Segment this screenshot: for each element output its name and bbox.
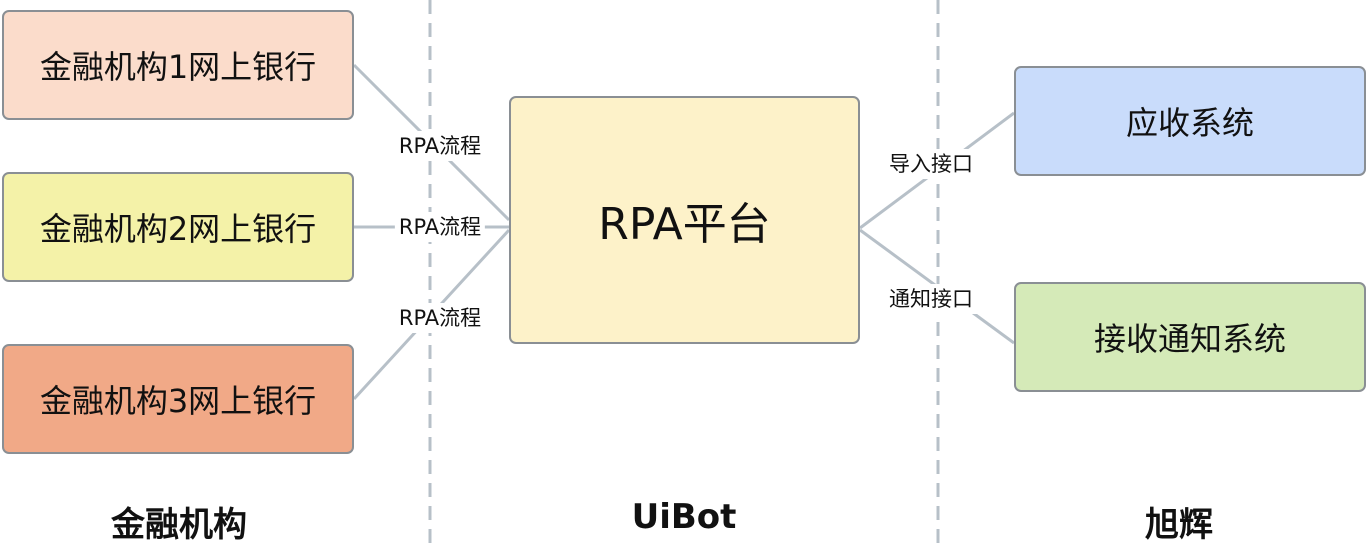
bank3-node: 金融机构3网上银行 (2, 344, 354, 454)
column-title-xuhui: 旭辉 (1145, 505, 1213, 545)
bank2-node: 金融机构2网上银行 (2, 172, 354, 282)
column-title-financial-institutions: 金融机构 (111, 505, 247, 545)
ar-system-label: 应收系统 (1125, 104, 1254, 142)
notify-system-label: 接收通知系统 (1093, 320, 1286, 358)
edge-label-rpa-flow-1: RPA流程 (394, 131, 486, 161)
column-title-uibot: UiBot (631, 497, 737, 537)
ar-system-node: 应收系统 (1014, 66, 1366, 176)
edge-label-notify-api: 通知接口 (885, 284, 977, 314)
notify-system-node: 接收通知系统 (1014, 282, 1366, 392)
bank1-label: 金融机构1网上银行 (39, 48, 317, 86)
edge-label-import-api: 导入接口 (885, 149, 977, 179)
edge-label-rpa-flow-2: RPA流程 (394, 212, 486, 242)
rpa-platform-node: RPA平台 (509, 96, 860, 344)
bank2-label: 金融机构2网上银行 (39, 210, 317, 248)
edge-label-rpa-flow-3: RPA流程 (394, 303, 486, 333)
bank3-label: 金融机构3网上银行 (39, 382, 317, 420)
rpa-platform-label: RPA平台 (598, 199, 771, 250)
bank1-node: 金融机构1网上银行 (2, 10, 354, 120)
